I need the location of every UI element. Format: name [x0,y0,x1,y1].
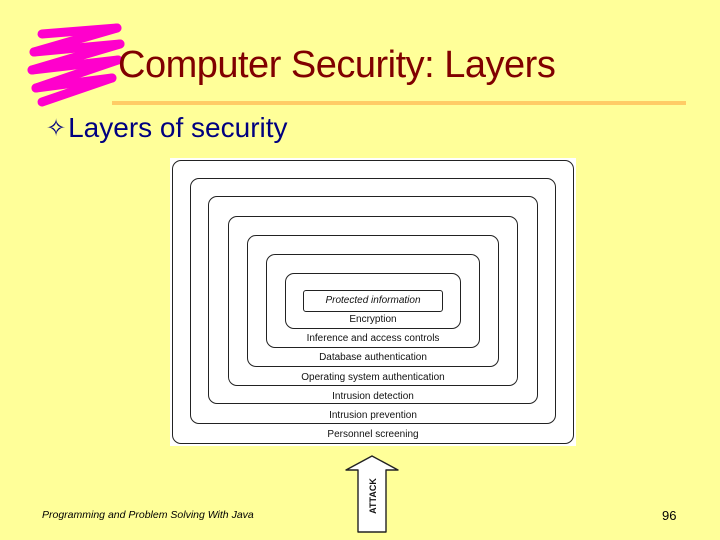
layer-label-intrusion-detection: Intrusion detection [332,391,414,402]
layer-label-os-authentication: Operating system authentication [301,372,445,383]
layer-ring-protected-information [303,290,443,312]
layer-label-personnel-screening: Personnel screening [327,429,419,440]
security-layers-diagram: Protected information Encryption Inferen… [170,158,576,446]
attack-arrow-icon: ATTACK [345,455,399,533]
attack-label: ATTACK [368,478,378,514]
bullet-item: ✧ Layers of security [46,112,288,144]
layer-label-intrusion-prevention: Intrusion prevention [329,410,417,421]
layer-label-encryption: Encryption [349,314,397,325]
hollow-four-point-star-icon: ✧ [46,114,67,142]
layer-label-database-authentication: Database authentication [319,352,427,363]
slide-footer: Programming and Problem Solving With Jav… [42,509,254,521]
bullet-text: Layers of security [68,112,288,143]
scribble-decoration-icon [27,23,125,107]
title-underline [112,101,686,105]
layer-label-inference-access-controls: Inference and access controls [306,333,440,344]
layer-label-protected-information: Protected information [325,295,421,306]
slide-title: Computer Security: Layers [118,44,556,86]
page-number: 96 [662,508,677,523]
